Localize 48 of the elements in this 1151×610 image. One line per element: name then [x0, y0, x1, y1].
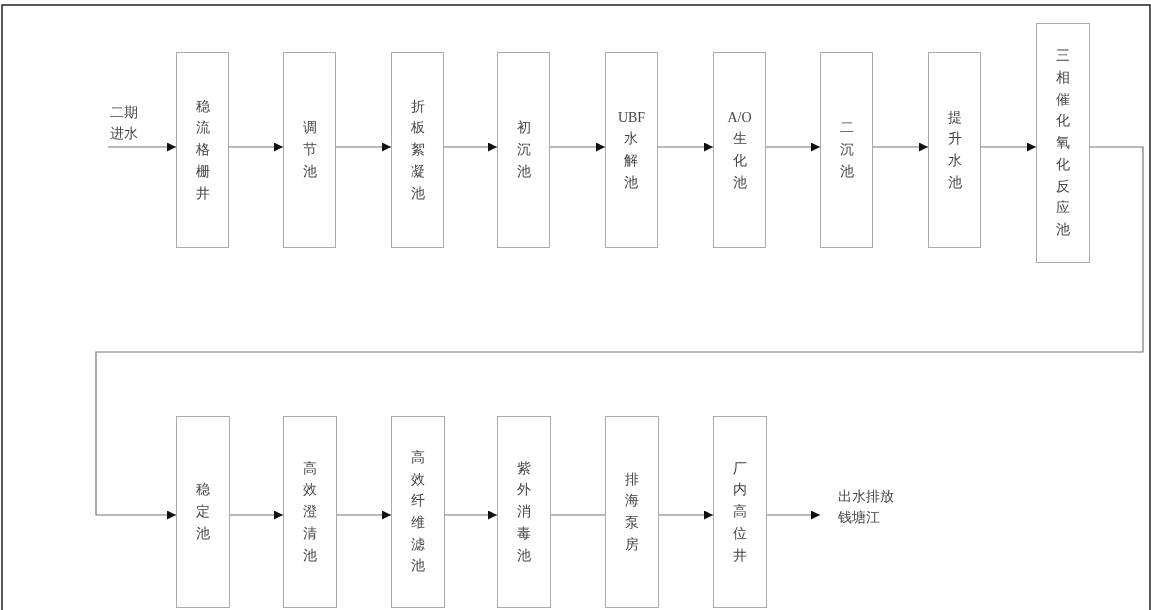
process-box: [176, 416, 230, 608]
process-name: 初沉池: [516, 119, 531, 181]
flow-arrow: [980, 142, 1037, 152]
process-name: 二沉池: [839, 119, 854, 181]
process-name: 紫外消毒池: [517, 459, 531, 565]
process-box: [497, 416, 551, 608]
process-box: [283, 52, 336, 248]
process-box: [283, 416, 337, 608]
process-name: 提升水池: [947, 108, 962, 192]
flow-arrow: [658, 510, 714, 520]
flow-endpoint-label: 二期进水: [96, 102, 142, 146]
flow-arrow: [657, 142, 714, 152]
process-name: 高效澄清池: [303, 459, 317, 565]
flow-arrow: [229, 510, 284, 520]
connector-line: [550, 514, 606, 516]
process-box: [605, 52, 658, 248]
flow-arrow: [443, 142, 498, 152]
process-box: [605, 416, 659, 608]
flow-arrow: [549, 142, 606, 152]
flow-arrow: [444, 510, 498, 520]
process-box: [497, 52, 550, 248]
flow-endpoint-label: 出水排放钱塘江: [820, 486, 900, 526]
process-name: 三相催化氧化反应池: [1056, 47, 1070, 239]
process-box: [1036, 23, 1090, 263]
flow-arrow: [335, 142, 392, 152]
process-name: 排海泵房: [625, 470, 639, 554]
process-box: [713, 416, 767, 608]
process-name: 稳流格栅井: [195, 97, 210, 203]
process-name: 高效纤维滤池: [411, 448, 425, 576]
process-name: 厂内高位井: [733, 459, 747, 565]
flow-arrow: [228, 142, 284, 152]
process-box: [713, 52, 766, 248]
process-box: [176, 52, 229, 248]
flow-arrow: [95, 146, 1144, 520]
flow-arrow: [765, 142, 821, 152]
process-name: A/O生化池: [727, 108, 752, 192]
flow-arrow: [107, 142, 177, 152]
flow-arrow: [872, 142, 929, 152]
process-box: [391, 416, 445, 608]
process-name: 折板絮凝池: [410, 97, 425, 203]
flow-arrow: [766, 510, 821, 520]
flow-arrow: [336, 510, 392, 520]
process-box: [820, 52, 873, 248]
process-name: UBF水解池: [617, 108, 646, 192]
process-box: [391, 52, 444, 248]
process-name: 调节池: [302, 119, 317, 181]
process-name: 稳定池: [196, 481, 210, 543]
process-box: [928, 52, 981, 248]
